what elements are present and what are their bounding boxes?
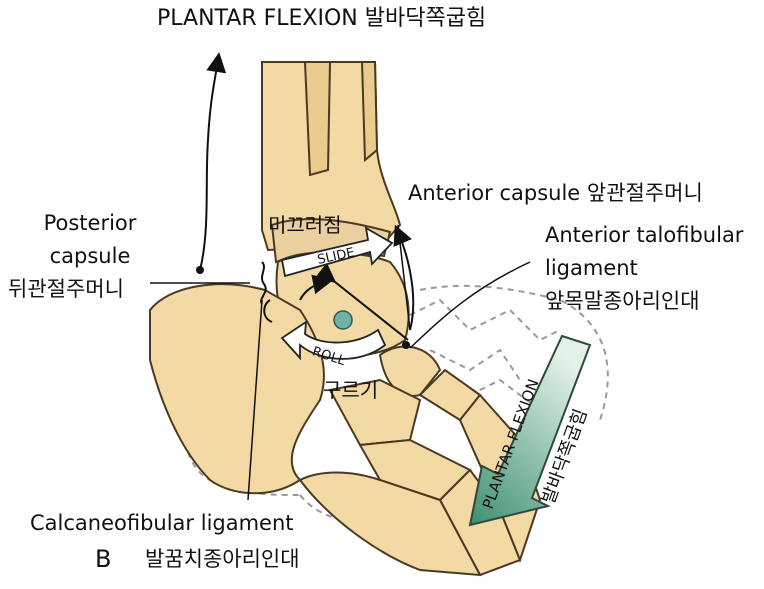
calcaneofibular-label: Calcaneofibular ligament: [30, 511, 294, 535]
calcaneus-bone: [149, 283, 325, 495]
calcaneofibular-curve: [263, 299, 273, 323]
slide-ko-label: 미끄러짐: [268, 213, 342, 237]
anterior-capsule-line: [397, 224, 411, 331]
anterior-capsule-label: Anterior capsule 앞관절주머니: [408, 181, 703, 205]
anterior-talofibular-dot: [402, 341, 410, 349]
talus-push-line-2: [299, 274, 333, 301]
posterior-capsule-dot: [196, 266, 204, 274]
posterior-capsule-label-1: Posterior: [43, 211, 137, 235]
posterior-capsule-wavy: [260, 261, 267, 305]
posterior-pull-arrow: [199, 52, 227, 271]
panel-letter: B: [95, 545, 112, 573]
anterior-talofibular-ko-label: 앞목말종아리인대: [545, 289, 700, 313]
anterior-talofibular-label-1: Anterior talofibular: [545, 223, 744, 247]
calcaneofibular-pointer: [247, 299, 263, 501]
anterior-talofibular-label-2: ligament: [545, 256, 638, 280]
calcaneofibular-ko-label: 발꿈치종아리인대: [145, 547, 300, 571]
talus-push-line-1: [314, 262, 409, 341]
title-label: PLANTAR FLEXION 발바닥쪽굽힘: [157, 6, 487, 31]
anterior-capsule-arrow: [393, 224, 415, 331]
posterior-capsule-label-2: capsule: [49, 244, 131, 268]
rotation-axis-dot: [333, 310, 353, 330]
posterior-capsule-ko-label: 뒤관절주머니: [8, 277, 124, 301]
anterior-talofibular-pointer: [409, 261, 531, 349]
roll-ko-label: 구르기: [323, 378, 379, 402]
